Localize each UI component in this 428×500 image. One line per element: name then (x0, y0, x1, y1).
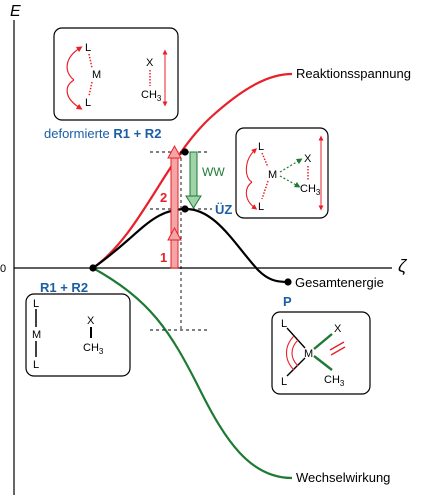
p-x: X (334, 323, 342, 335)
r-ch3: CH3 (83, 342, 104, 356)
tl-ligand-2: L (85, 97, 91, 109)
ts-ligand-2: L (258, 201, 264, 213)
ts-ch3: CH3 (300, 183, 321, 197)
p-ligand-1: L (281, 318, 287, 330)
strain-curve (92, 72, 293, 269)
interaction-curve (92, 267, 293, 480)
deformed-point (181, 148, 189, 156)
zero-label: 0 (0, 263, 6, 275)
total-energy-label: Gesamtenergie (295, 275, 384, 290)
p-ch3: CH3 (324, 374, 345, 388)
r-x: X (87, 315, 95, 327)
product-point (284, 278, 292, 286)
step-2-label: 2 (160, 190, 167, 205)
ts-label: ÜZ (215, 202, 232, 217)
strain-label: Reaktionsspannung (296, 66, 411, 81)
transition-state-box: L M L X CH3 (235, 127, 329, 219)
interaction-label: Wechselwirkung (296, 470, 390, 485)
tl-x: X (146, 57, 154, 69)
ts-point (181, 205, 189, 213)
product-box: L M L X CH3 (271, 311, 371, 395)
strain-arrowhead-top (167, 144, 182, 159)
y-axis-label: E (10, 3, 21, 20)
x-axis-label: ζ (398, 256, 408, 276)
r-ligand-2: L (33, 359, 39, 371)
r-metal: M (32, 329, 41, 341)
tl-ligand-1: L (85, 42, 91, 54)
reactant-box: L M L X CH3 (25, 293, 131, 377)
total-energy-curve (92, 207, 289, 284)
p-metal: M (304, 348, 313, 360)
step-1-label: 1 (160, 250, 167, 265)
r-ligand-1: L (33, 298, 39, 310)
deformed-prefix: deformierte (44, 126, 113, 141)
deformed-species: R1 + R2 (113, 126, 161, 141)
reactant-point (89, 264, 97, 272)
tl-ch3: CH3 (141, 89, 162, 103)
ts-x: X (304, 153, 312, 165)
ww-label: WW (202, 165, 225, 179)
interaction-arrowhead (185, 195, 202, 209)
product-label: P (283, 294, 292, 309)
reactants-label: R1 + R2 (40, 280, 88, 295)
deformed-fragments-box: L M L X CH3 (53, 27, 179, 121)
interaction-bar (189, 151, 198, 199)
ts-metal: M (268, 169, 277, 181)
tl-metal: M (92, 69, 101, 81)
p-ligand-2: L (281, 376, 287, 388)
deformed-label: deformierte R1 + R2 (44, 126, 161, 141)
strain-arrowhead-small (167, 226, 182, 241)
ts-ligand-1: L (258, 141, 264, 153)
